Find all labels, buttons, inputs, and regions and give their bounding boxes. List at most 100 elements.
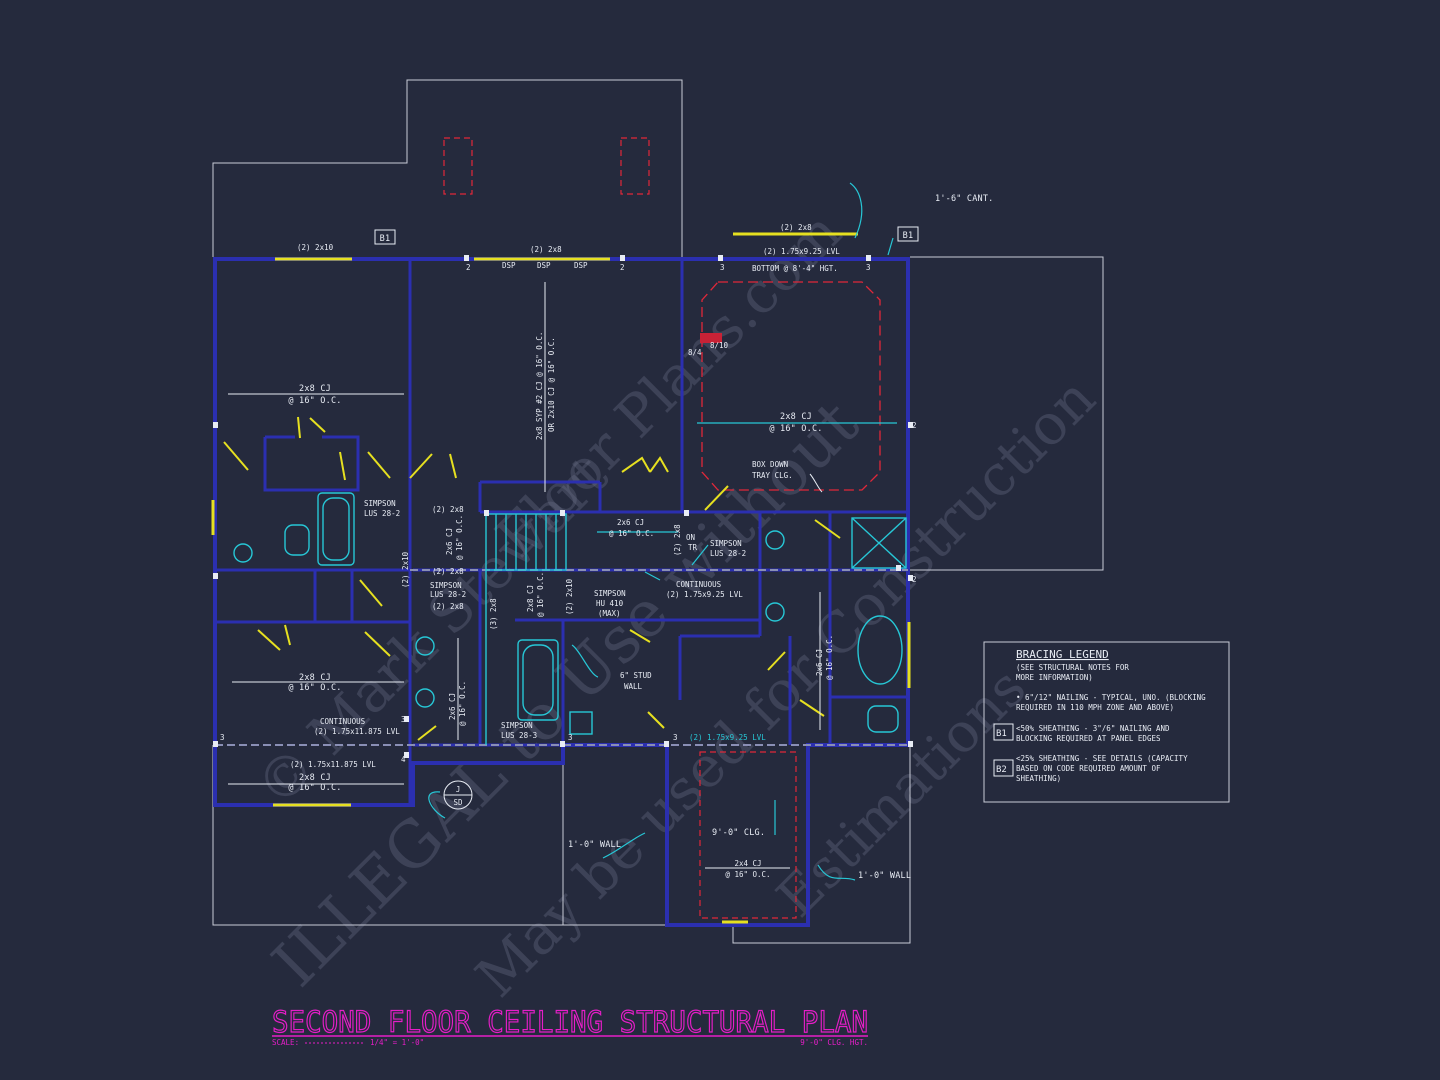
skylight-left [443,137,473,195]
bearing-3-top: 3 [720,263,725,272]
cj-left-oc-label: @ 16" O.C. [288,396,341,406]
header-2x10-vertical: (2) 2x10 [401,551,410,588]
cj-bath-right-oc-label: @ 16" O.C. [825,635,834,680]
legend-b2-line-a: <25% SHEATHING - SEE DETAILS (CAPACITY [1016,754,1188,763]
bearing-3-top-b: 3 [866,263,871,272]
cj-stair-oc-label: @ 16" O.C. [536,572,545,617]
header-2x8-c: (2) 2x8 [432,602,464,611]
ceiling-height-label: 9'-0" CLG. HGT. [800,1038,868,1047]
bearing-3-left: 3 [220,733,225,742]
header-2x10-vertical-2: (2) 2x10 [565,578,574,615]
simpson-right-label-b: LUS 28-2 [710,549,746,558]
legend-note-1: (SEE STRUCTURAL NOTES FOR [1016,663,1129,672]
legend-title: BRACING LEGEND [1016,648,1109,661]
dsp-label-3: DSP [574,261,588,270]
legend-b1-line-a: <50% SHEATHING - 3"/6" NAILING AND [1016,724,1170,733]
simpson-lus2-label-b: LUS 28-2 [430,590,466,599]
lvl-lower-label: (2) 1.75x9.25 LVL [689,733,766,742]
legend-item-1a: • 6"/12" NAILING - TYPICAL, UNO. (BLOCKI… [1016,693,1206,702]
cj-2x6-hall-label: 2x6 CJ [617,518,644,527]
scale-value: 1/4" = 1'-0" [370,1038,424,1047]
simpson-hu-label-b: HU 410 [596,599,624,608]
simpson-right-label-a: SIMPSON [710,539,742,548]
lvl-bottom-left-label: (2) 1.75x11.875 LVL [290,760,376,769]
beams [215,569,908,746]
cj-2x6-hall-oc-label: @ 16" O.C. [609,529,654,538]
simpson-lus3-label-a: SIMPSON [501,721,533,730]
clg-9-label: 9'-0" CLG. [712,828,765,838]
title-block: SECOND FLOOR CEILING STRUCTURAL PLAN SCA… [271,1004,868,1047]
drawing-title: SECOND FLOOR CEILING STRUCTURAL PLAN [272,1005,868,1039]
cj-right-oc-label: @ 16" O.C. [769,424,822,434]
pitch-label-2: 8/10 [710,341,729,350]
simpson-hu-label-c: (MAX) [598,609,621,618]
header-mid-label: (2) 2x8 [530,245,562,254]
wall-right-label: 1'-0" WALL [858,871,911,881]
stud-wall-label-b: WALL [624,682,643,691]
continuous-label-b: (2) 1.75x9.25 LVL [666,590,743,599]
detail-tag: J SD [443,780,473,810]
bearing-2-top-b: 2 [620,263,625,272]
simpson-lus2-label-a: SIMPSON [430,581,462,590]
cj-bottom-label: 2x8 CJ [299,773,331,783]
header-2x8-a: (2) 2x8 [432,505,464,514]
legend-b2-line-b: BASED ON CODE REQUIRED AMOUNT OF [1016,764,1161,773]
simpson-lus-label-b: LUS 28-2 [364,509,400,518]
cj-2x6-oc-label: @ 16" O.C. [455,515,464,560]
bearing-4-mid: 4 [401,755,406,764]
on-tr-label-1: ON [686,533,695,542]
legend-b1-symbol: B1 [996,729,1007,739]
bearing-3-lower-b: 3 [568,733,573,742]
bracing-markers: B1 B1 [374,226,919,245]
on-tr-label-2: TR [688,543,698,552]
bearing-3-lower: 3 [673,733,678,742]
cj-2x6-hall2-label: 2x6 CJ [448,693,457,720]
cj-bottom-oc-label: @ 16" O.C. [288,783,341,793]
header-right-top-label: (2) 2x8 [780,223,812,232]
bracing-b1-right: B1 [903,231,914,241]
cj-2x4-oc-label: @ 16" O.C. [725,870,770,879]
cj-2x4-label: 2x4 CJ [734,859,761,868]
wall-left-label: 1'-0" WALL [568,840,621,850]
cj-right-label: 2x8 CJ [780,412,812,422]
bracing-legend: BRACING LEGEND (SEE STRUCTURAL NOTES FOR… [983,641,1230,803]
skylight-right [620,137,650,195]
tray-ceiling [701,281,881,491]
continuous-label-a: CONTINUOUS [676,580,722,589]
bearing-2-right: 2 [912,421,917,430]
header-2x8-vertical: (2) 2x8 [673,524,682,556]
bearing-2-right-low: 2 [912,575,917,584]
header-3-2x8-vertical: (3) 2x8 [489,598,498,630]
legend-note-2: MORE INFORMATION) [1016,673,1093,682]
legend-b1-line-b: BLOCKING REQUIRED AT PANEL EDGES [1016,734,1161,743]
header-left-label: (2) 2x10 [297,243,334,252]
cj-center-label-a: 2x8 SYP #2 CJ @ 16" O.C. [535,332,544,440]
scale-label: SCALE: [272,1038,299,1047]
bearing-3-mid: 3 [401,715,406,724]
simpson-hu-label-a: SIMPSON [594,589,626,598]
simpson-lus-label-a: SIMPSON [364,499,396,508]
header-2x8-b: (2) 2x8 [432,567,464,576]
plan-labels: 1'-6" CANT. (2) 2x10 (2) 2x8 DSP DSP DSP… [220,194,993,881]
doors [223,416,841,741]
dsp-label-2: DSP [537,261,551,270]
stair [485,513,567,745]
cj-2x6-label: 2x6 CJ [445,528,454,555]
continuous2-label-b: (2) 1.75x11.875 LVL [314,727,400,736]
posts [213,255,913,758]
simpson-lus3-label-b: LUS 28-3 [501,731,537,740]
pitch-label-1: 8/4 [688,348,702,357]
attic-hatch [699,751,797,919]
box-down-label-2: TRAY CLG. [752,471,793,480]
detail-tag-top: J [456,785,461,794]
cj-lower-left-label: 2x8 CJ [299,673,331,683]
legend-b2-line-c: SHEATHING) [1016,774,1061,783]
cj-lower-left-oc-label: @ 16" O.C. [288,683,341,693]
cj-center-label-b: OR 2x10 CJ @ 16" O.C. [547,337,556,432]
bracing-b1-left: B1 [380,234,391,244]
cj-stair-label: 2x8 CJ [526,585,535,612]
watermark: ILLEGAL to Use without May be used for C… [244,200,1108,1010]
bottom-height-label: BOTTOM @ 8'-4" HGT. [752,264,838,273]
stud-wall-label-a: 6" STUD [620,671,652,680]
